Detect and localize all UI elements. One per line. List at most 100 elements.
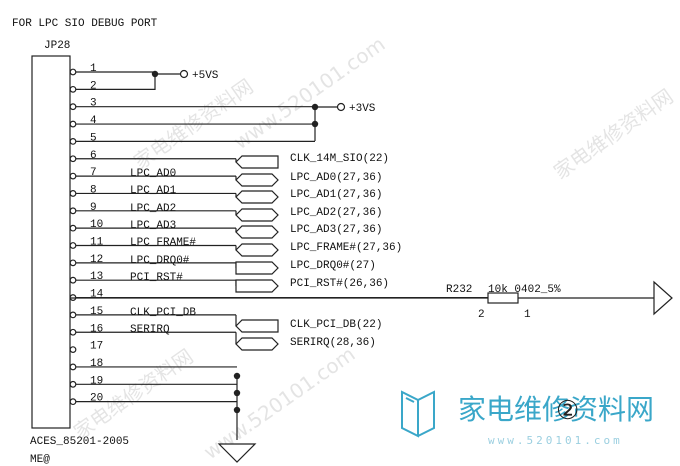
offsheet-label-lpc-ad3: LPC_AD3(27,36) xyxy=(290,224,382,236)
pin-terminal xyxy=(69,68,77,76)
pin-terminal xyxy=(69,155,77,163)
offsheet-connector xyxy=(235,173,279,187)
pin-number: 8 xyxy=(90,184,97,196)
junction-dot xyxy=(233,406,241,414)
net-label-clk-pci-db: CLK_PCI_DB xyxy=(130,307,196,319)
book-logo xyxy=(401,390,435,438)
pin-number: 2 xyxy=(90,80,97,92)
pin-number: 16 xyxy=(90,323,103,335)
offsheet-connector xyxy=(235,190,279,204)
offsheet-connector xyxy=(235,155,279,169)
pin-14: 14 xyxy=(69,289,488,301)
offsheet-label-serirq: SERIRQ(28,36) xyxy=(290,337,376,349)
pin-terminal xyxy=(69,190,77,197)
net-label-lpc-frame: LPC_FRAME# xyxy=(130,237,196,249)
power-3vs: +3VS xyxy=(311,102,376,141)
resistor-pin2: 2 xyxy=(478,309,485,321)
offsheet-label-lpc-drq0: LPC_DRQ0#(27) xyxy=(290,260,376,272)
connector-body xyxy=(31,55,71,429)
pin-number: 19 xyxy=(90,375,103,387)
connector-ref: JP28 xyxy=(44,40,70,52)
offsheet-label-lpc-ad0: LPC_AD0(27,36) xyxy=(290,172,382,184)
offsheet-layer xyxy=(235,155,279,351)
net-label-lpc-drq0: LPC_DRQ0# xyxy=(130,255,190,267)
pin-10: 10 xyxy=(69,219,236,232)
pin-2: 2 xyxy=(69,80,155,93)
offsheet-label-lpc-frame: LPC_FRAME#(27,36) xyxy=(290,242,402,254)
ground-symbol xyxy=(217,443,257,463)
power-label-3vs: +3VS xyxy=(349,103,376,115)
pin-terminal xyxy=(69,363,77,371)
pin-terminal xyxy=(69,242,77,249)
site-watermark-text: 家电维修资料网 xyxy=(458,393,654,426)
offsheet-connector xyxy=(235,225,279,239)
resistor-r232: R232 10k_0402_5% 2 1 xyxy=(70,280,673,321)
pin-terminal xyxy=(69,137,77,145)
junction-dot xyxy=(311,120,319,128)
offsheet-arrow xyxy=(653,280,673,316)
power-terminal xyxy=(336,102,346,112)
resistor-pin1: 1 xyxy=(524,309,531,321)
pin-8: 8 xyxy=(69,184,236,197)
pin-terminal xyxy=(69,380,77,388)
pin-number: 10 xyxy=(90,219,103,231)
pin-19: 19 xyxy=(69,375,237,388)
offsheet-label-clk-pci-db: CLK_PCI_DB(22) xyxy=(290,319,382,331)
offsheet-connector xyxy=(235,243,279,257)
pin-number: 12 xyxy=(90,254,103,266)
pin-terminal xyxy=(69,207,77,215)
pin-number: 4 xyxy=(90,115,97,127)
offsheet-connector xyxy=(235,208,279,222)
pin-4: 4 xyxy=(69,115,315,128)
net-label-lpc-ad3: LPC_AD3 xyxy=(130,220,176,232)
pin-1: 1 xyxy=(69,63,155,76)
pin-number: 13 xyxy=(90,271,103,283)
net-label-serirq: SERIRQ xyxy=(130,324,170,336)
pin-terminal xyxy=(69,346,77,354)
pin-number: 3 xyxy=(90,98,97,110)
pin-number: 11 xyxy=(90,237,104,249)
junction-dot xyxy=(233,389,241,397)
pin-terminal xyxy=(69,259,77,267)
pin-terminal xyxy=(69,398,77,406)
junction-dot xyxy=(233,372,241,380)
pin-5: 5 xyxy=(69,132,315,145)
pin-17: 17 xyxy=(69,341,103,354)
pin-12: 12 xyxy=(69,254,236,267)
pin-number: 20 xyxy=(90,393,103,405)
resistor-ref: R232 xyxy=(446,284,472,296)
pin-18: 18 xyxy=(69,358,237,371)
offsheet-label-lpc-ad2: LPC_AD2(27,36) xyxy=(290,207,382,219)
resistor-body xyxy=(487,292,519,304)
offsheet-label-pci-rst: PCI_RST#(26,36) xyxy=(290,278,389,290)
offsheet-label-lpc-ad1: LPC_AD1(27,36) xyxy=(290,189,382,201)
offsheet-label-clk14m: CLK_14M_SIO(22) xyxy=(290,153,389,165)
offsheet-connector xyxy=(235,261,279,275)
pin-terminal xyxy=(69,120,77,128)
pin-number: 15 xyxy=(90,306,103,318)
pin-6: 6 xyxy=(69,150,236,163)
pin-number: 6 xyxy=(90,150,97,162)
pin-number: 14 xyxy=(90,289,104,301)
power-terminal xyxy=(179,69,189,79)
net-label-lpc-ad1: LPC_AD1 xyxy=(130,185,177,197)
pin-number: 1 xyxy=(90,63,97,75)
pin-terminal xyxy=(69,172,77,180)
offsheet-connector xyxy=(235,279,279,293)
ground-rail xyxy=(217,372,257,463)
net-label-lpc-ad0: LPC_AD0 xyxy=(130,168,176,180)
pin-terminal xyxy=(69,85,77,93)
net-label-pci-rst: PCI_RST# xyxy=(130,272,183,284)
pin-number: 18 xyxy=(90,358,103,370)
pin-7: 7 xyxy=(69,167,236,180)
connector-me: ME@ xyxy=(30,454,50,466)
pin-20: 20 xyxy=(69,393,237,406)
offsheet-connector xyxy=(235,319,279,333)
pin-number: 5 xyxy=(90,132,97,144)
pin-number: 7 xyxy=(90,167,97,179)
watermark-text-3: 家电维修资料网 xyxy=(549,84,677,184)
watermark-text-4: 家电维修资料网 xyxy=(69,344,197,444)
pin-3: 3 xyxy=(69,98,315,111)
